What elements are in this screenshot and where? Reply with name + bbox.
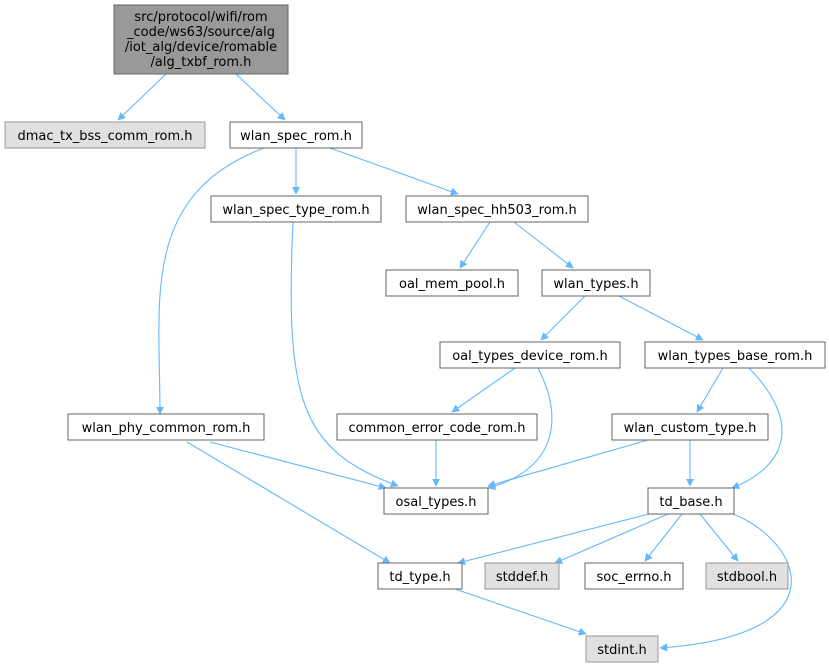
edge-wlan-types-to-wlan-types-base-rom <box>618 295 704 341</box>
edge-wlan-spec-rom-to-wlan-spec-hh503-rom <box>329 147 459 196</box>
node-label: wlan_types.h <box>553 277 638 292</box>
node-label: wlan_spec_hh503_rom.h <box>417 203 576 218</box>
node-stddef[interactable]: stddef.h <box>484 562 560 590</box>
node-common-error-code-rom[interactable]: common_error_code_rom.h <box>336 413 538 441</box>
edge-wlan-phy-common-rom-to-td-type <box>186 441 391 564</box>
nodes-layer: src/protocol/wifi/rom _code/ws63/source/… <box>4 4 826 663</box>
root-line-2: _code/ws63/source/alg <box>126 25 275 40</box>
node-label: common_error_code_rom.h <box>349 421 526 436</box>
edge-td-base-to-soc-errno <box>644 513 683 562</box>
root-line-1: src/protocol/wifi/rom <box>134 10 267 25</box>
root-line-3: /iot_alg/device/romable <box>125 40 277 55</box>
node-stdint[interactable]: stdint.h <box>585 635 659 663</box>
node-oal-mem-pool[interactable]: oal_mem_pool.h <box>385 269 519 297</box>
node-wlan-custom-type[interactable]: wlan_custom_type.h <box>611 413 769 441</box>
node-label: wlan_spec_type_rom.h <box>222 203 369 218</box>
edge-td-base-to-stdbool <box>699 513 739 562</box>
root-line-4: /alg_txbf_rom.h <box>151 55 252 70</box>
node-td-type[interactable]: td_type.h <box>377 562 463 590</box>
node-label: wlan_types_base_rom.h <box>658 349 813 364</box>
node-wlan-spec-type-rom[interactable]: wlan_spec_type_rom.h <box>210 195 382 223</box>
edges-layer <box>117 73 792 652</box>
node-label: stddef.h <box>496 570 548 585</box>
edge-wlan-custom-type-to-osal-types <box>487 439 649 488</box>
edge-wlan-phy-common-rom-to-osal-types <box>209 441 387 491</box>
edge-wlan-types-to-oal-types-device-rom <box>540 295 586 341</box>
node-label: oal_types_device_rom.h <box>452 349 608 364</box>
node-wlan-spec-rom[interactable]: wlan_spec_rom.h <box>229 121 363 149</box>
edge-wlan-spec-type-rom-to-osal-types <box>290 221 399 488</box>
node-td-base[interactable]: td_base.h <box>647 487 735 515</box>
node-soc-errno[interactable]: soc_errno.h <box>584 562 684 590</box>
node-label: soc_errno.h <box>597 570 672 585</box>
edge-td-base-to-stddef <box>554 513 669 564</box>
node-root[interactable]: src/protocol/wifi/rom _code/ws63/source/… <box>113 4 289 75</box>
node-label: wlan_spec_rom.h <box>240 129 352 144</box>
node-label: oal_mem_pool.h <box>399 277 505 292</box>
edge-root-to-wlan-spec-rom <box>235 73 286 121</box>
node-label: td_base.h <box>659 495 722 510</box>
node-label: td_type.h <box>389 570 450 585</box>
node-osal-types[interactable]: osal_types.h <box>383 487 489 515</box>
edge-td-base-to-stdint <box>659 513 792 652</box>
edge-td-type-to-stdint <box>454 588 587 636</box>
node-label: wlan_phy_common_rom.h <box>82 421 251 436</box>
edge-wlan-spec-rom-to-wlan-phy-common-rom <box>155 147 265 415</box>
edge-root-to-dmac-tx-bss-comm-rom <box>117 73 167 121</box>
node-wlan-types-base-rom[interactable]: wlan_types_base_rom.h <box>644 341 826 369</box>
edge-wlan-spec-hh503-rom-to-wlan-types <box>513 221 574 269</box>
node-label: osal_types.h <box>396 495 477 510</box>
node-label: stdint.h <box>597 643 646 658</box>
node-wlan-types[interactable]: wlan_types.h <box>541 269 651 297</box>
node-label: wlan_custom_type.h <box>624 421 757 436</box>
node-wlan-spec-hh503-rom[interactable]: wlan_spec_hh503_rom.h <box>405 195 589 223</box>
edge-wlan-types-base-rom-to-wlan-custom-type <box>696 367 724 413</box>
edge-td-base-to-td-type <box>457 513 650 566</box>
edge-wlan-types-base-rom-to-td-base <box>731 367 783 490</box>
node-stdbool[interactable]: stdbool.h <box>705 562 789 590</box>
node-wlan-phy-common-rom[interactable]: wlan_phy_common_rom.h <box>67 413 265 441</box>
node-oal-types-device-rom[interactable]: oal_types_device_rom.h <box>439 341 621 369</box>
node-dmac-tx-bss-comm-rom[interactable]: dmac_tx_bss_comm_rom.h <box>4 121 206 149</box>
edge-oal-types-device-rom-to-common-error-code-rom <box>451 367 516 413</box>
node-label: dmac_tx_bss_comm_rom.h <box>17 129 192 144</box>
edge-wlan-spec-hh503-rom-to-oal-mem-pool <box>459 221 491 269</box>
node-label: stdbool.h <box>717 570 777 585</box>
